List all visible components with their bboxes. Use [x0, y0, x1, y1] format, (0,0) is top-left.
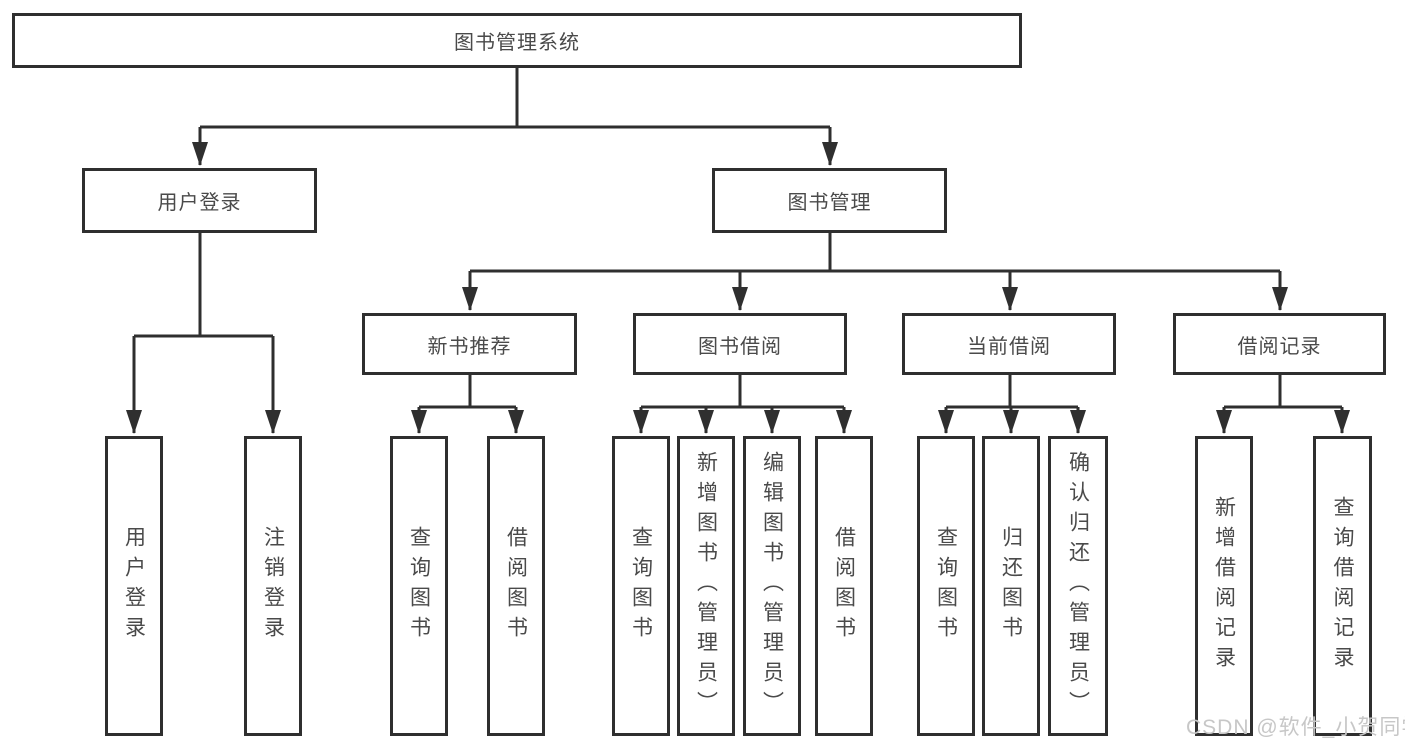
node-label: 当前借阅 — [967, 335, 1051, 358]
node-user-login-branch: 用户登录 — [82, 168, 317, 233]
node-label: 注销登录 — [261, 526, 285, 646]
node-label: 查询图书 — [407, 526, 431, 646]
node-label: 图书管理系统 — [454, 32, 580, 54]
node-book-management: 图书管理 — [712, 168, 947, 233]
node-label: 借阅记录 — [1237, 335, 1322, 358]
node-edit-books-admin: 编辑图书（管理员） — [743, 436, 801, 736]
node-borrowing-records: 借阅记录 — [1173, 313, 1386, 375]
node-label: 图书管理 — [787, 192, 872, 214]
node-borrow-books: 借阅图书 — [815, 436, 873, 736]
node-new-book-recommendation: 新书推荐 — [362, 313, 577, 375]
node-borrow-books-recommendation: 借阅图书 — [487, 436, 545, 736]
node-query-borrowing-record: 查询借阅记录 — [1313, 436, 1372, 736]
node-label: 归还图书 — [999, 526, 1023, 646]
node-label: 确认归还（管理员） — [1066, 451, 1090, 721]
node-query-books-current: 查询图书 — [917, 436, 975, 736]
node-label: 查询图书 — [629, 526, 653, 646]
node-query-books-borrowing: 查询图书 — [612, 436, 670, 736]
watermark: CSDN @软件_小贺同学 — [1186, 716, 1405, 739]
node-label: 查询借阅记录 — [1331, 496, 1354, 676]
node-label: 查询图书 — [934, 526, 958, 646]
node-label: 借阅图书 — [832, 526, 856, 646]
node-add-books-admin: 新增图书（管理员） — [677, 436, 735, 736]
node-label: 图书借阅 — [698, 335, 782, 358]
node-user-login: 用户登录 — [105, 436, 163, 736]
node-label: 新增借阅记录 — [1212, 496, 1236, 676]
node-current-borrowing: 当前借阅 — [902, 313, 1116, 375]
node-library-management-system: 图书管理系统 — [12, 13, 1022, 68]
node-label: 借阅图书 — [504, 526, 528, 646]
node-label: 用户登录 — [157, 192, 242, 214]
node-query-books-recommendation: 查询图书 — [390, 436, 448, 736]
node-add-borrowing-record: 新增借阅记录 — [1195, 436, 1253, 736]
node-label: 新书推荐 — [427, 335, 512, 358]
node-confirm-return-admin: 确认归还（管理员） — [1048, 436, 1108, 736]
node-logout: 注销登录 — [244, 436, 302, 736]
node-label: 用户登录 — [122, 526, 146, 646]
node-return-books: 归还图书 — [982, 436, 1040, 736]
node-label: 新增图书（管理员） — [694, 451, 718, 721]
node-label: 编辑图书（管理员） — [760, 451, 784, 721]
node-book-borrowing: 图书借阅 — [633, 313, 847, 375]
